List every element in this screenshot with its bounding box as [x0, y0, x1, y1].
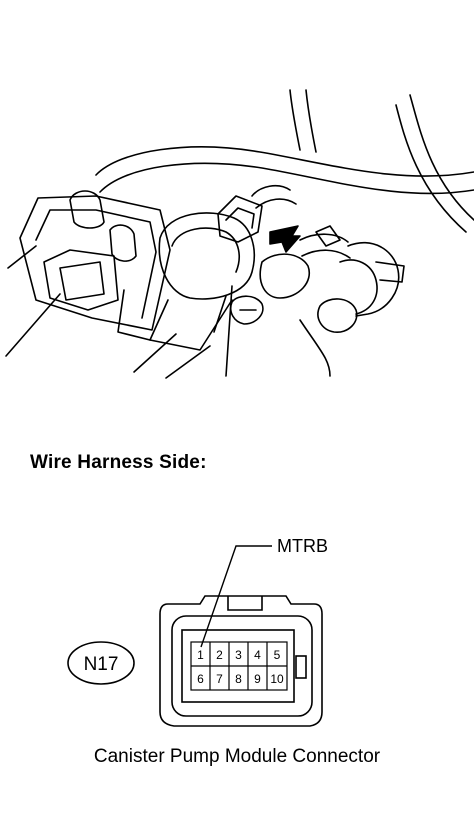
connector-diagram: N17 1 2 3 4 5 6 7 8 9 10 MTRB	[67, 536, 328, 727]
pin-1: 1	[197, 648, 204, 662]
pin-label-mtrb: MTRB	[277, 536, 328, 556]
connector-inner-frame	[171, 615, 313, 717]
connector-code-ellipse	[67, 641, 135, 685]
connector-housing	[159, 595, 323, 727]
connector-key	[295, 655, 307, 679]
pin-grid	[190, 641, 288, 691]
pin-2: 2	[216, 648, 223, 662]
connector-latch	[227, 596, 263, 611]
connector-code: N17	[84, 654, 119, 675]
connector-caption: Canister Pump Module Connector	[93, 746, 381, 767]
pin-8: 8	[235, 672, 242, 686]
pin-4: 4	[254, 648, 261, 662]
pin-label-leader	[200, 545, 272, 648]
pin-5: 5	[274, 648, 281, 662]
pin-10: 10	[270, 672, 284, 686]
pin-7: 7	[216, 672, 223, 686]
pin-9: 9	[254, 672, 261, 686]
wire-harness-side-heading: Wire Harness Side:	[30, 452, 207, 473]
pin-3: 3	[235, 648, 242, 662]
component-location-illustration	[5, 89, 474, 379]
pin-6: 6	[197, 672, 204, 686]
